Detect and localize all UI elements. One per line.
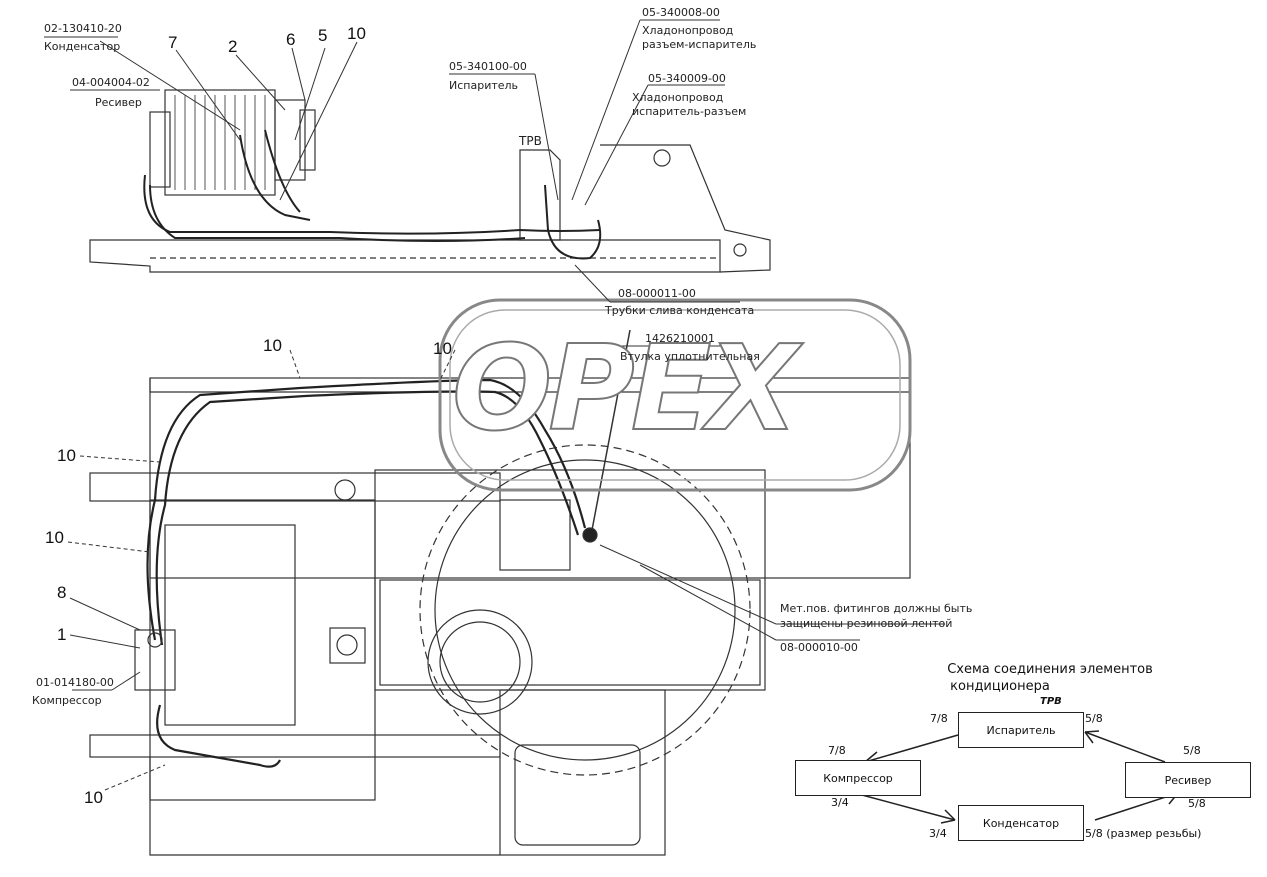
label-comp-in: 7/8 [828, 744, 846, 757]
cab-frame [149, 499, 376, 801]
crossmember [89, 472, 501, 502]
fitting-note-2: защищены резиновой лентой [780, 617, 953, 630]
label-cond-out: 5/8 (размер резьбы) [1085, 827, 1202, 840]
line1-label-2: разъем-испаритель [642, 38, 757, 51]
bushing-label: Втулка уплотнительная [620, 350, 760, 363]
callout-10-plan-d: 10 [45, 528, 64, 547]
callout-6: 6 [286, 30, 296, 49]
tape-part-number: 08-000010-00 [780, 641, 858, 654]
receiver-label: Ресивер [95, 96, 142, 109]
condenser-part-number: 02-130410-20 [44, 22, 122, 35]
schema-compressor-box: Компрессор [795, 760, 921, 796]
fitting-note-1: Мет.пов. фитингов должны быть [780, 602, 973, 615]
evaporator-part-number: 05-340100-00 [449, 60, 527, 73]
callout-1: 1 [57, 625, 67, 644]
callout-5: 5 [318, 26, 328, 45]
callout-10-plan-c: 10 [57, 446, 76, 465]
schema-evaporator-box: Испаритель [958, 712, 1084, 748]
label-rec-bottom: 5/8 [1188, 797, 1206, 810]
schema-receiver-box: Ресивер [1125, 762, 1251, 798]
condenser-body [164, 89, 276, 196]
schema-trv-label: ТРВ [1040, 696, 1062, 707]
top-frame-rail [89, 239, 721, 273]
line2-label: Хладонопровод [632, 91, 724, 104]
compressor-part-number: 01-014180-00 [36, 676, 114, 689]
watermark: OPEX [451, 318, 799, 458]
schema-condenser-box: Конденсатор [958, 805, 1084, 841]
line2-label-2: испаритель-разъем [632, 105, 747, 118]
line2-part-number: 05-340009-00 [648, 72, 726, 85]
top-bracket [600, 144, 771, 273]
line1-label: Хладонопровод [642, 24, 734, 37]
label-rec-top: 5/8 [1183, 744, 1201, 757]
drain-label: Трубки слива конденсата [605, 304, 755, 317]
callout-10-plan-b: 10 [433, 339, 452, 358]
condenser-label: Конденсатор [44, 40, 121, 53]
line1-part-number: 05-340008-00 [642, 6, 720, 19]
callout-10-top: 10 [347, 24, 366, 43]
label-evap-right: 5/8 [1085, 712, 1103, 725]
plan-upper-frame [149, 377, 911, 579]
bushing-part-number: 1426210001 [645, 332, 715, 345]
callout-10-plan-e: 10 [84, 788, 103, 807]
drain-part-number: 08-000011-00 [618, 287, 696, 300]
lower-frame [499, 689, 666, 856]
callout-7: 7 [168, 33, 178, 52]
label-cond-in: 3/4 [929, 827, 947, 840]
turntable-ring [427, 609, 533, 715]
schema-title-2: кондиционера [950, 679, 1050, 694]
trv-label: ТРВ [519, 134, 542, 148]
evaporator-label: Испаритель [449, 79, 519, 92]
schema-title-1: Схема соединения элементов [947, 662, 1153, 677]
label-comp-out: 3/4 [831, 796, 849, 809]
receiver-part-number: 04-004004-02 [72, 76, 150, 89]
compressor-body [134, 629, 176, 691]
callout-8: 8 [57, 583, 67, 602]
label-evap-left: 7/8 [930, 712, 948, 725]
callout-10-plan-a: 10 [263, 336, 282, 355]
callout-2: 2 [228, 37, 238, 56]
compressor-label: Компрессор [32, 694, 102, 707]
